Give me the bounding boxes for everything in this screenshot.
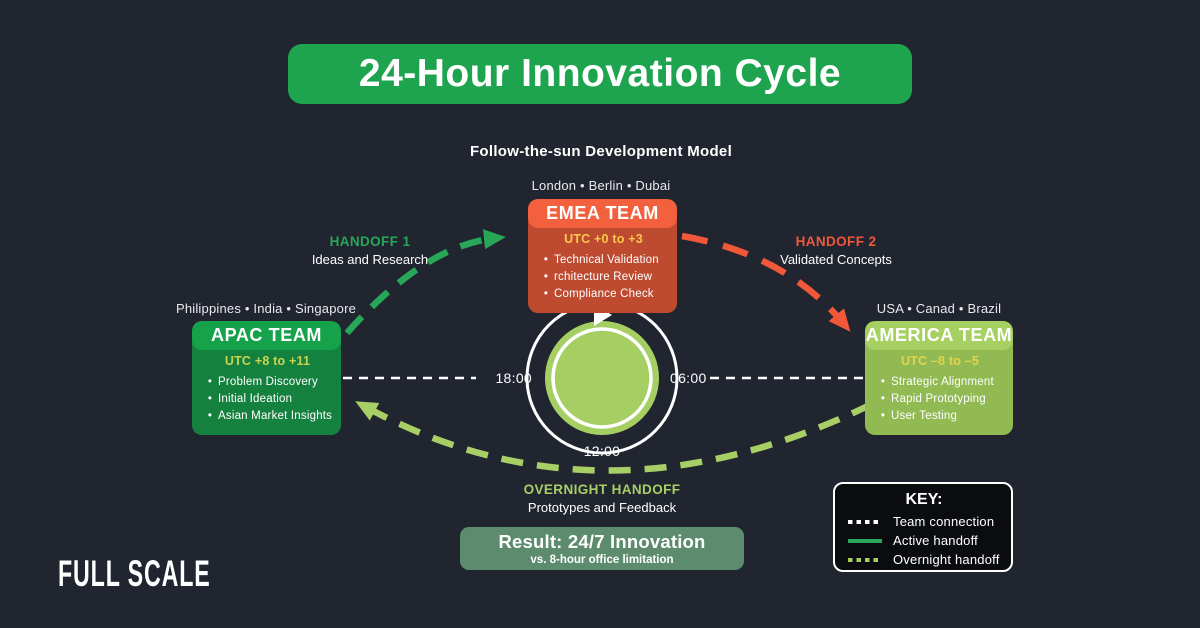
clock-time-0600: 06:00 — [670, 370, 707, 386]
emea-team-card: EMEA TEAM UTC +0 to +3 • Technical Valid… — [528, 199, 677, 313]
full-scale-logo: FULL SCALE — [58, 553, 236, 594]
overnight-handoff-title: OVERNIGHT HANDOFF — [523, 482, 681, 497]
apac-team-card: APAC TEAM UTC +8 to +11 • Problem Discov… — [192, 321, 341, 435]
clock-green-disc — [545, 321, 659, 435]
clock-outer-ring — [525, 301, 679, 455]
emea-team-header: EMEA TEAM — [528, 199, 677, 228]
list-item: • Compliance Check — [538, 286, 669, 303]
apac-utc-label: UTC +8 to +11 — [224, 354, 311, 368]
overnight-handoff-arrow — [355, 401, 874, 474]
america-utc-label: UTC –8 to –5 — [900, 354, 980, 368]
logo-text: FULL SCALE — [58, 553, 211, 595]
list-item: • Problem Discovery — [202, 374, 333, 391]
bullet-icon: • — [543, 271, 549, 283]
overnight-handoff-desc: Prototypes and Feedback — [527, 500, 677, 515]
apac-team-body: UTC +8 to +11 • Problem Discovery • Init… — [192, 342, 341, 435]
result-note: vs. 8-hour office limitation — [530, 554, 674, 566]
legend-title: KEY: — [905, 491, 943, 508]
title-banner: 24-Hour Innovation Cycle — [288, 44, 912, 104]
america-team-body: UTC –8 to –5 • Strategic Alignment • Rap… — [865, 342, 1013, 435]
america-item-2: Rapid Prototyping — [891, 393, 986, 405]
america-team-header: AMERICA TEAM — [865, 321, 1013, 350]
active-handoff-swatch-icon — [848, 538, 882, 543]
america-team-card: AMERICA TEAM UTC –8 to –5 • Strategic Al… — [865, 321, 1013, 435]
team-connection-swatch-icon — [848, 519, 882, 524]
legend-label: Active handoff — [893, 533, 978, 548]
list-item: • Asian Market Insights — [202, 408, 333, 425]
list-item: • Strategic Alignment — [875, 374, 1005, 391]
america-item-1: Strategic Alignment — [891, 376, 994, 388]
legend-label: Team connection — [893, 514, 995, 529]
list-item: • Initial Ideation — [202, 391, 333, 408]
list-item: • Technical Validation — [538, 252, 669, 269]
bullet-icon: • — [207, 410, 213, 422]
legend-box: KEY: Team connection Active handoff Over… — [833, 482, 1013, 572]
page-subtitle: Follow-the-sun Development Model — [469, 143, 733, 160]
list-item: • User Testing — [875, 408, 1005, 425]
handoff1-desc: Ideas and Research — [311, 252, 429, 267]
bullet-icon: • — [880, 376, 886, 388]
apac-item-3: Asian Market Insights — [218, 410, 333, 422]
america-locations-label: USA • Canad • Brazil — [876, 301, 1002, 316]
clock-inner-ring — [551, 327, 653, 429]
legend-label: Overnight handoff — [893, 552, 1000, 567]
apac-locations-label: Philippines • India • Singapore — [175, 301, 357, 316]
result-box: Result: 24/7 Innovation vs. 8-hour offic… — [460, 527, 744, 570]
page-title: 24-Hour Innovation Cycle — [358, 52, 842, 95]
bullet-icon: • — [543, 288, 549, 300]
emea-item-1: Technical Validation — [554, 254, 659, 266]
clock-time-1200: 12:00 — [583, 443, 621, 459]
result-title: Result: 24/7 Innovation — [498, 531, 706, 552]
overnight-handoff-label-group: OVERNIGHT HANDOFF Prototypes and Feedbac… — [452, 482, 752, 515]
legend-row-active-handoff: Active handoff — [847, 533, 1001, 548]
handoff2-desc: Validated Concepts — [780, 252, 892, 267]
emea-locations-label: London • Berlin • Dubai — [531, 178, 671, 193]
apac-item-2: Initial Ideation — [218, 393, 293, 405]
bullet-icon: • — [880, 393, 886, 405]
emea-utc-label: UTC +0 to +3 — [564, 232, 643, 246]
handoff2-title: HANDOFF 2 — [795, 234, 877, 249]
bullet-icon: • — [543, 254, 549, 266]
apac-item-1: Problem Discovery — [218, 376, 318, 388]
handoff2-label-group: HANDOFF 2 Validated Concepts — [736, 234, 936, 267]
emea-item-3: Compliance Check — [554, 288, 654, 300]
emea-team-body: UTC +0 to +3 • Technical Validation • rc… — [528, 220, 677, 313]
overnight-handoff-swatch-icon — [848, 557, 882, 562]
legend-row-overnight-handoff: Overnight handoff — [847, 552, 1001, 567]
emea-item-2: rchitecture Review — [554, 271, 653, 283]
bullet-icon: • — [207, 393, 213, 405]
bullet-icon: • — [880, 410, 886, 422]
legend-row-team-connection: Team connection — [847, 514, 1001, 529]
handoff1-label-group: HANDOFF 1 Ideas and Research — [270, 234, 470, 267]
bullet-icon: • — [207, 376, 213, 388]
list-item: • rchitecture Review — [538, 269, 669, 286]
handoff1-title: HANDOFF 1 — [329, 234, 411, 249]
america-item-3: User Testing — [891, 410, 958, 422]
list-item: • Rapid Prototyping — [875, 391, 1005, 408]
apac-team-header: APAC TEAM — [192, 321, 341, 350]
clock-time-1800: 18:00 — [495, 370, 532, 386]
